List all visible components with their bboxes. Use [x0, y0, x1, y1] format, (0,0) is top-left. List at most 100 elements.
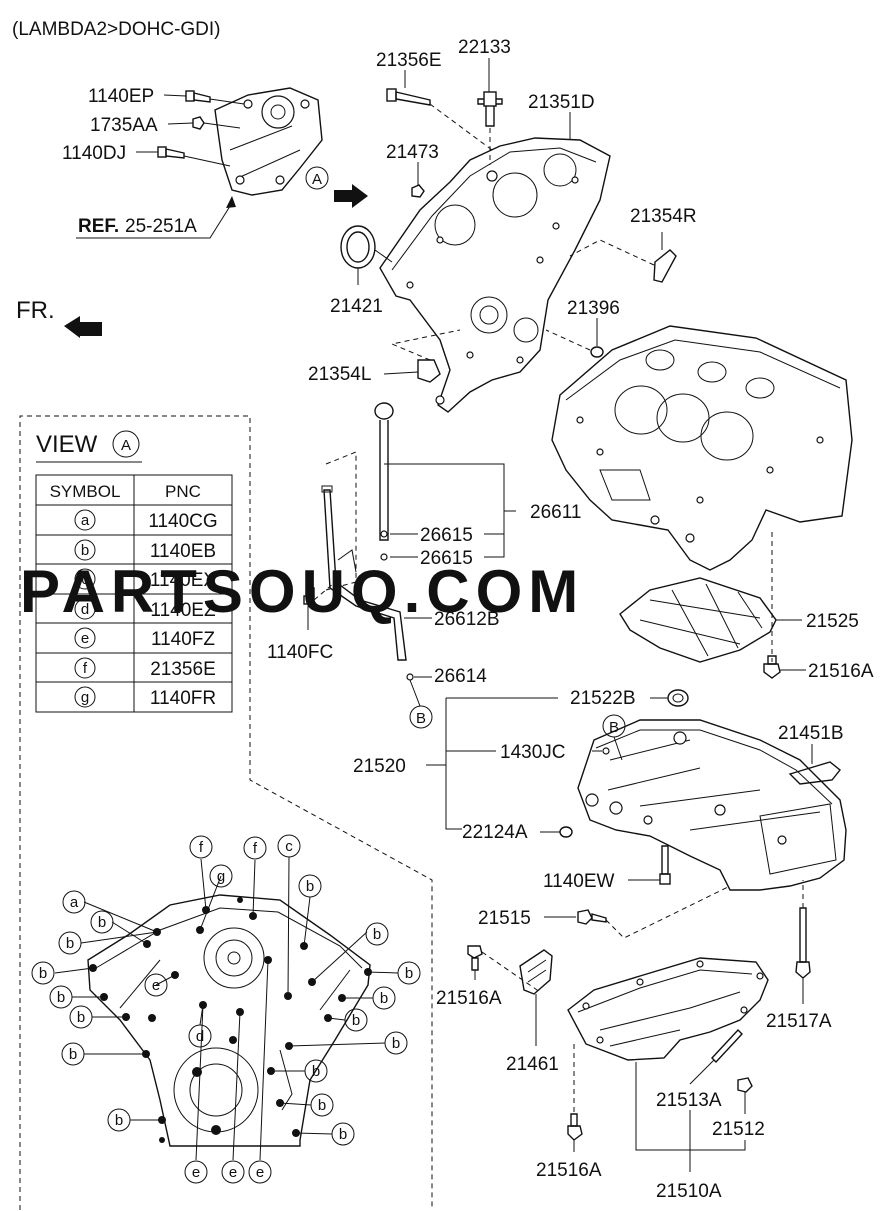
svg-text:b: b [306, 878, 314, 895]
row-symbol-e: e [81, 630, 89, 647]
table-row: f 21356E [74, 657, 216, 680]
svg-text:b: b [352, 1012, 360, 1029]
fitting-22133[interactable] [477, 91, 503, 127]
svg-text:e: e [152, 977, 160, 994]
view-a-callout[interactable] [305, 166, 329, 190]
ref-number[interactable]: 25-251A [125, 216, 197, 237]
view-a-letter: A [312, 171, 322, 188]
view-title-letter: A [121, 437, 131, 454]
gasket-21354R[interactable] [653, 249, 677, 283]
o-ring-26614[interactable] [406, 673, 414, 681]
front-arrow-icon [64, 316, 102, 338]
label-1140DJ: 1140DJ [62, 143, 126, 164]
ref-arrow-icon [226, 196, 236, 208]
svg-text:e: e [256, 1164, 264, 1181]
row-pnc-21356E: 21356E [150, 659, 216, 680]
table-row: d 1140EZ [74, 598, 216, 621]
label-1430JC: 1430JC [500, 742, 566, 763]
watermark: PARTSOUQ.COM [20, 558, 584, 625]
svg-text:b: b [380, 990, 388, 1007]
bolt-1140EW[interactable] [659, 845, 671, 885]
svg-text:f: f [199, 839, 204, 856]
cylinder-block[interactable] [551, 325, 853, 571]
nut-21473[interactable] [411, 184, 425, 198]
col-pnc-header: PNC [165, 482, 201, 501]
label-21510A: 21510A [656, 1181, 722, 1202]
dipstick-guide-26612B[interactable] [321, 485, 407, 661]
gasket-21354L[interactable] [417, 359, 441, 383]
svg-text:f: f [253, 840, 258, 857]
water-pump-assembly[interactable] [214, 87, 323, 196]
callout-b-2-letter: B [609, 719, 619, 736]
label-21473: 21473 [386, 142, 439, 163]
callout-b-1-letter: B [416, 710, 426, 727]
label-21515: 21515 [478, 908, 531, 929]
bolt-1140DJ[interactable] [157, 146, 185, 159]
gasket-21451B[interactable] [788, 761, 841, 785]
drain-plug-21512[interactable] [737, 1077, 753, 1093]
svg-text:b: b [318, 1097, 326, 1114]
svg-text:b: b [66, 935, 74, 952]
svg-text:b: b [392, 1035, 400, 1052]
lower-oil-pan-21510A[interactable] [567, 957, 769, 1061]
bolt-21515[interactable] [577, 909, 607, 925]
svg-text:g: g [217, 868, 225, 885]
label-21516A-1: 21516A [808, 661, 874, 682]
view-panel-border [19, 415, 433, 1210]
nut-1735AA[interactable] [192, 116, 205, 130]
svg-text:b: b [373, 926, 381, 943]
callout-b-1[interactable] [409, 705, 433, 729]
bolt-21356E[interactable] [386, 88, 431, 106]
label-1140FC: 1140FC [267, 642, 333, 663]
bolt-21516A-lower[interactable] [567, 1113, 583, 1141]
timing-cover-21351D[interactable] [379, 137, 611, 413]
label-1735AA: 1735AA [90, 115, 158, 136]
row-symbol-f: f [83, 660, 88, 677]
front-label: FR. [16, 297, 55, 324]
view-direction-arrow-icon [334, 184, 368, 208]
svg-text:b: b [115, 1112, 123, 1129]
plug-22124A[interactable] [559, 826, 573, 838]
drain-plug-21522B[interactable] [667, 689, 689, 707]
o-ring-26615-upper[interactable] [380, 530, 388, 538]
table-row: b 1140EB [74, 539, 216, 562]
svg-text:e: e [229, 1164, 237, 1181]
svg-text:b: b [98, 914, 106, 931]
o-ring-21396[interactable] [590, 346, 604, 358]
label-22133: 22133 [458, 37, 511, 58]
oil-seal-21421[interactable] [340, 225, 376, 269]
svg-text:a: a [70, 894, 79, 911]
row-pnc-1140EX: 1140EX [150, 570, 217, 591]
label-1140EP: 1140EP [88, 86, 154, 107]
row-pnc-1140FR: 1140FR [150, 688, 216, 709]
bolt-21516A-upper[interactable] [763, 655, 781, 679]
row-symbol-a: a [81, 512, 90, 529]
label-26615-a: 26615 [420, 525, 473, 546]
col-symbol-header: SYMBOL [50, 482, 121, 501]
gasket-21513A[interactable] [711, 1028, 743, 1064]
label-21512: 21512 [712, 1119, 765, 1140]
upper-oil-pan-21520[interactable] [577, 719, 847, 891]
svg-text:b: b [312, 1063, 320, 1080]
oil-strainer-21461[interactable] [519, 949, 553, 995]
bolt-1140EP[interactable] [185, 90, 211, 103]
o-ring-26615-lower[interactable] [380, 553, 388, 561]
label-21461: 21461 [506, 1054, 559, 1075]
label-21421: 21421 [330, 296, 383, 317]
pin-1430JC[interactable] [602, 747, 610, 755]
bolt-21516A-left[interactable] [467, 945, 483, 971]
symbol-table [35, 474, 233, 713]
label-21522B: 21522B [570, 688, 636, 709]
svg-text:b: b [39, 965, 47, 982]
svg-text:b: b [339, 1126, 347, 1143]
svg-text:b: b [405, 965, 413, 982]
label-21451B: 21451B [778, 723, 844, 744]
dipstick-26611[interactable] [374, 402, 394, 541]
svg-text:b: b [77, 1009, 85, 1026]
baffle-plate-21525[interactable] [619, 577, 777, 663]
bolt-21517A[interactable] [795, 907, 811, 979]
label-22124A: 22124A [462, 822, 528, 843]
view-title-circle [112, 430, 140, 458]
ref-prefix: REF. [78, 216, 119, 237]
